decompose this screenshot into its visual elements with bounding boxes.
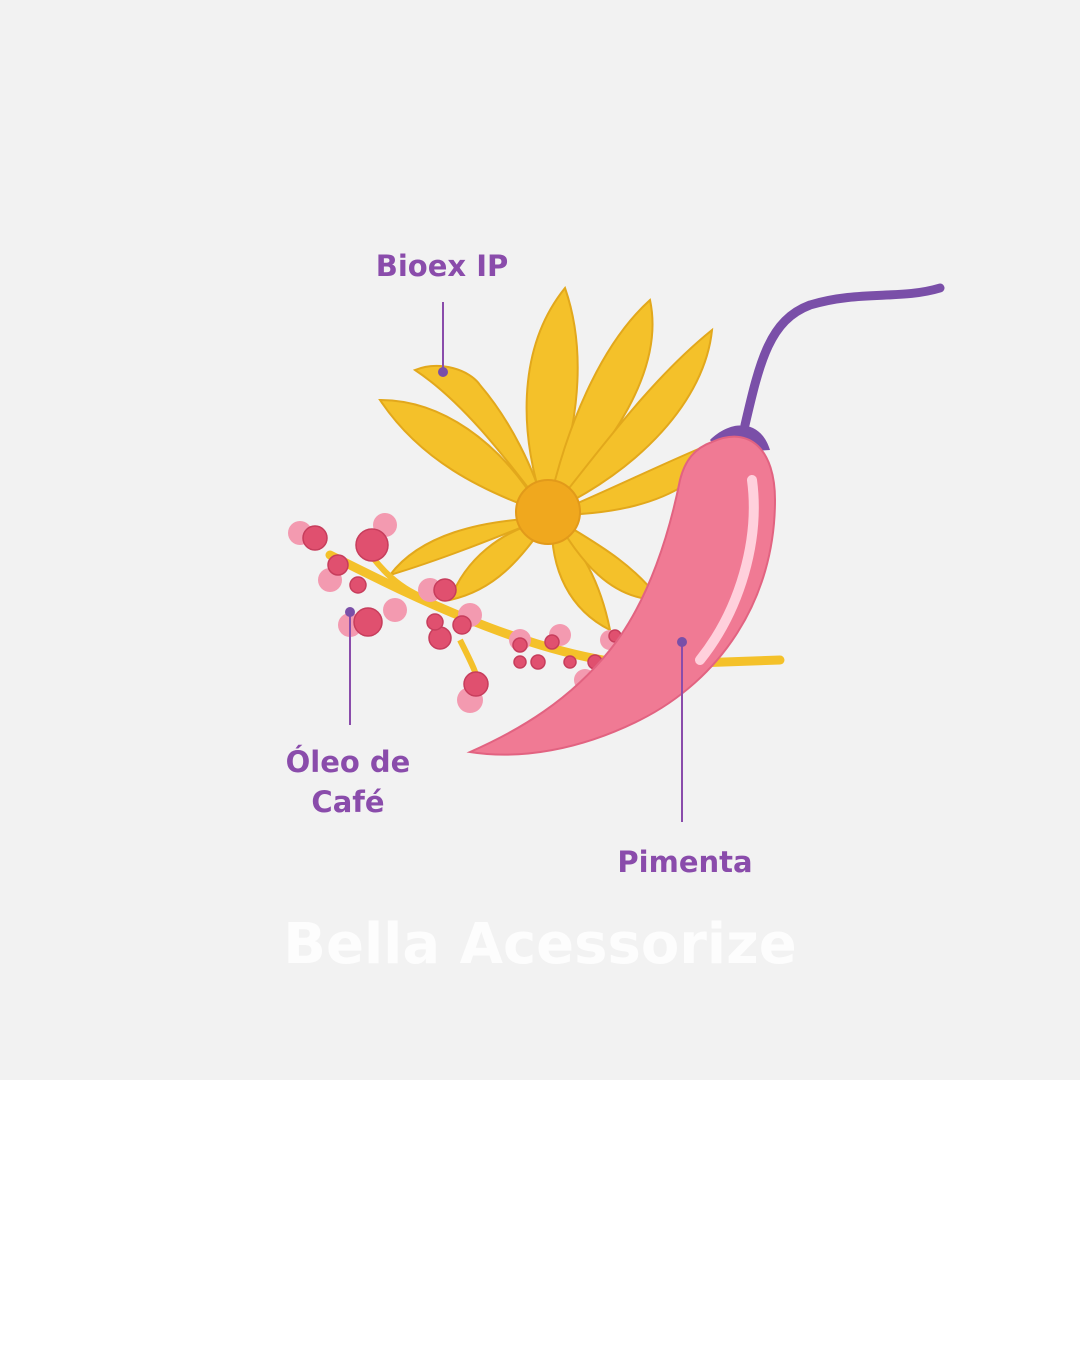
leader-dots (345, 367, 687, 647)
ingredients-illustration (288, 283, 945, 822)
label-bioex: Bioex IP (375, 249, 509, 283)
label-pimenta: Pimenta (617, 845, 753, 879)
flower-icon (378, 285, 722, 632)
watermark: Bella Acessorize (283, 912, 797, 977)
coffee-branch-icon (288, 513, 785, 713)
chili-pepper-icon (466, 283, 945, 756)
leader-lines (349, 302, 683, 822)
illustration-panel: Bioex IP Óleo de Café Pimenta Bella Aces… (0, 0, 1080, 1080)
blank-footer (0, 1080, 1080, 1350)
label-oleo-de-cafe: Óleo de Café (285, 745, 411, 819)
